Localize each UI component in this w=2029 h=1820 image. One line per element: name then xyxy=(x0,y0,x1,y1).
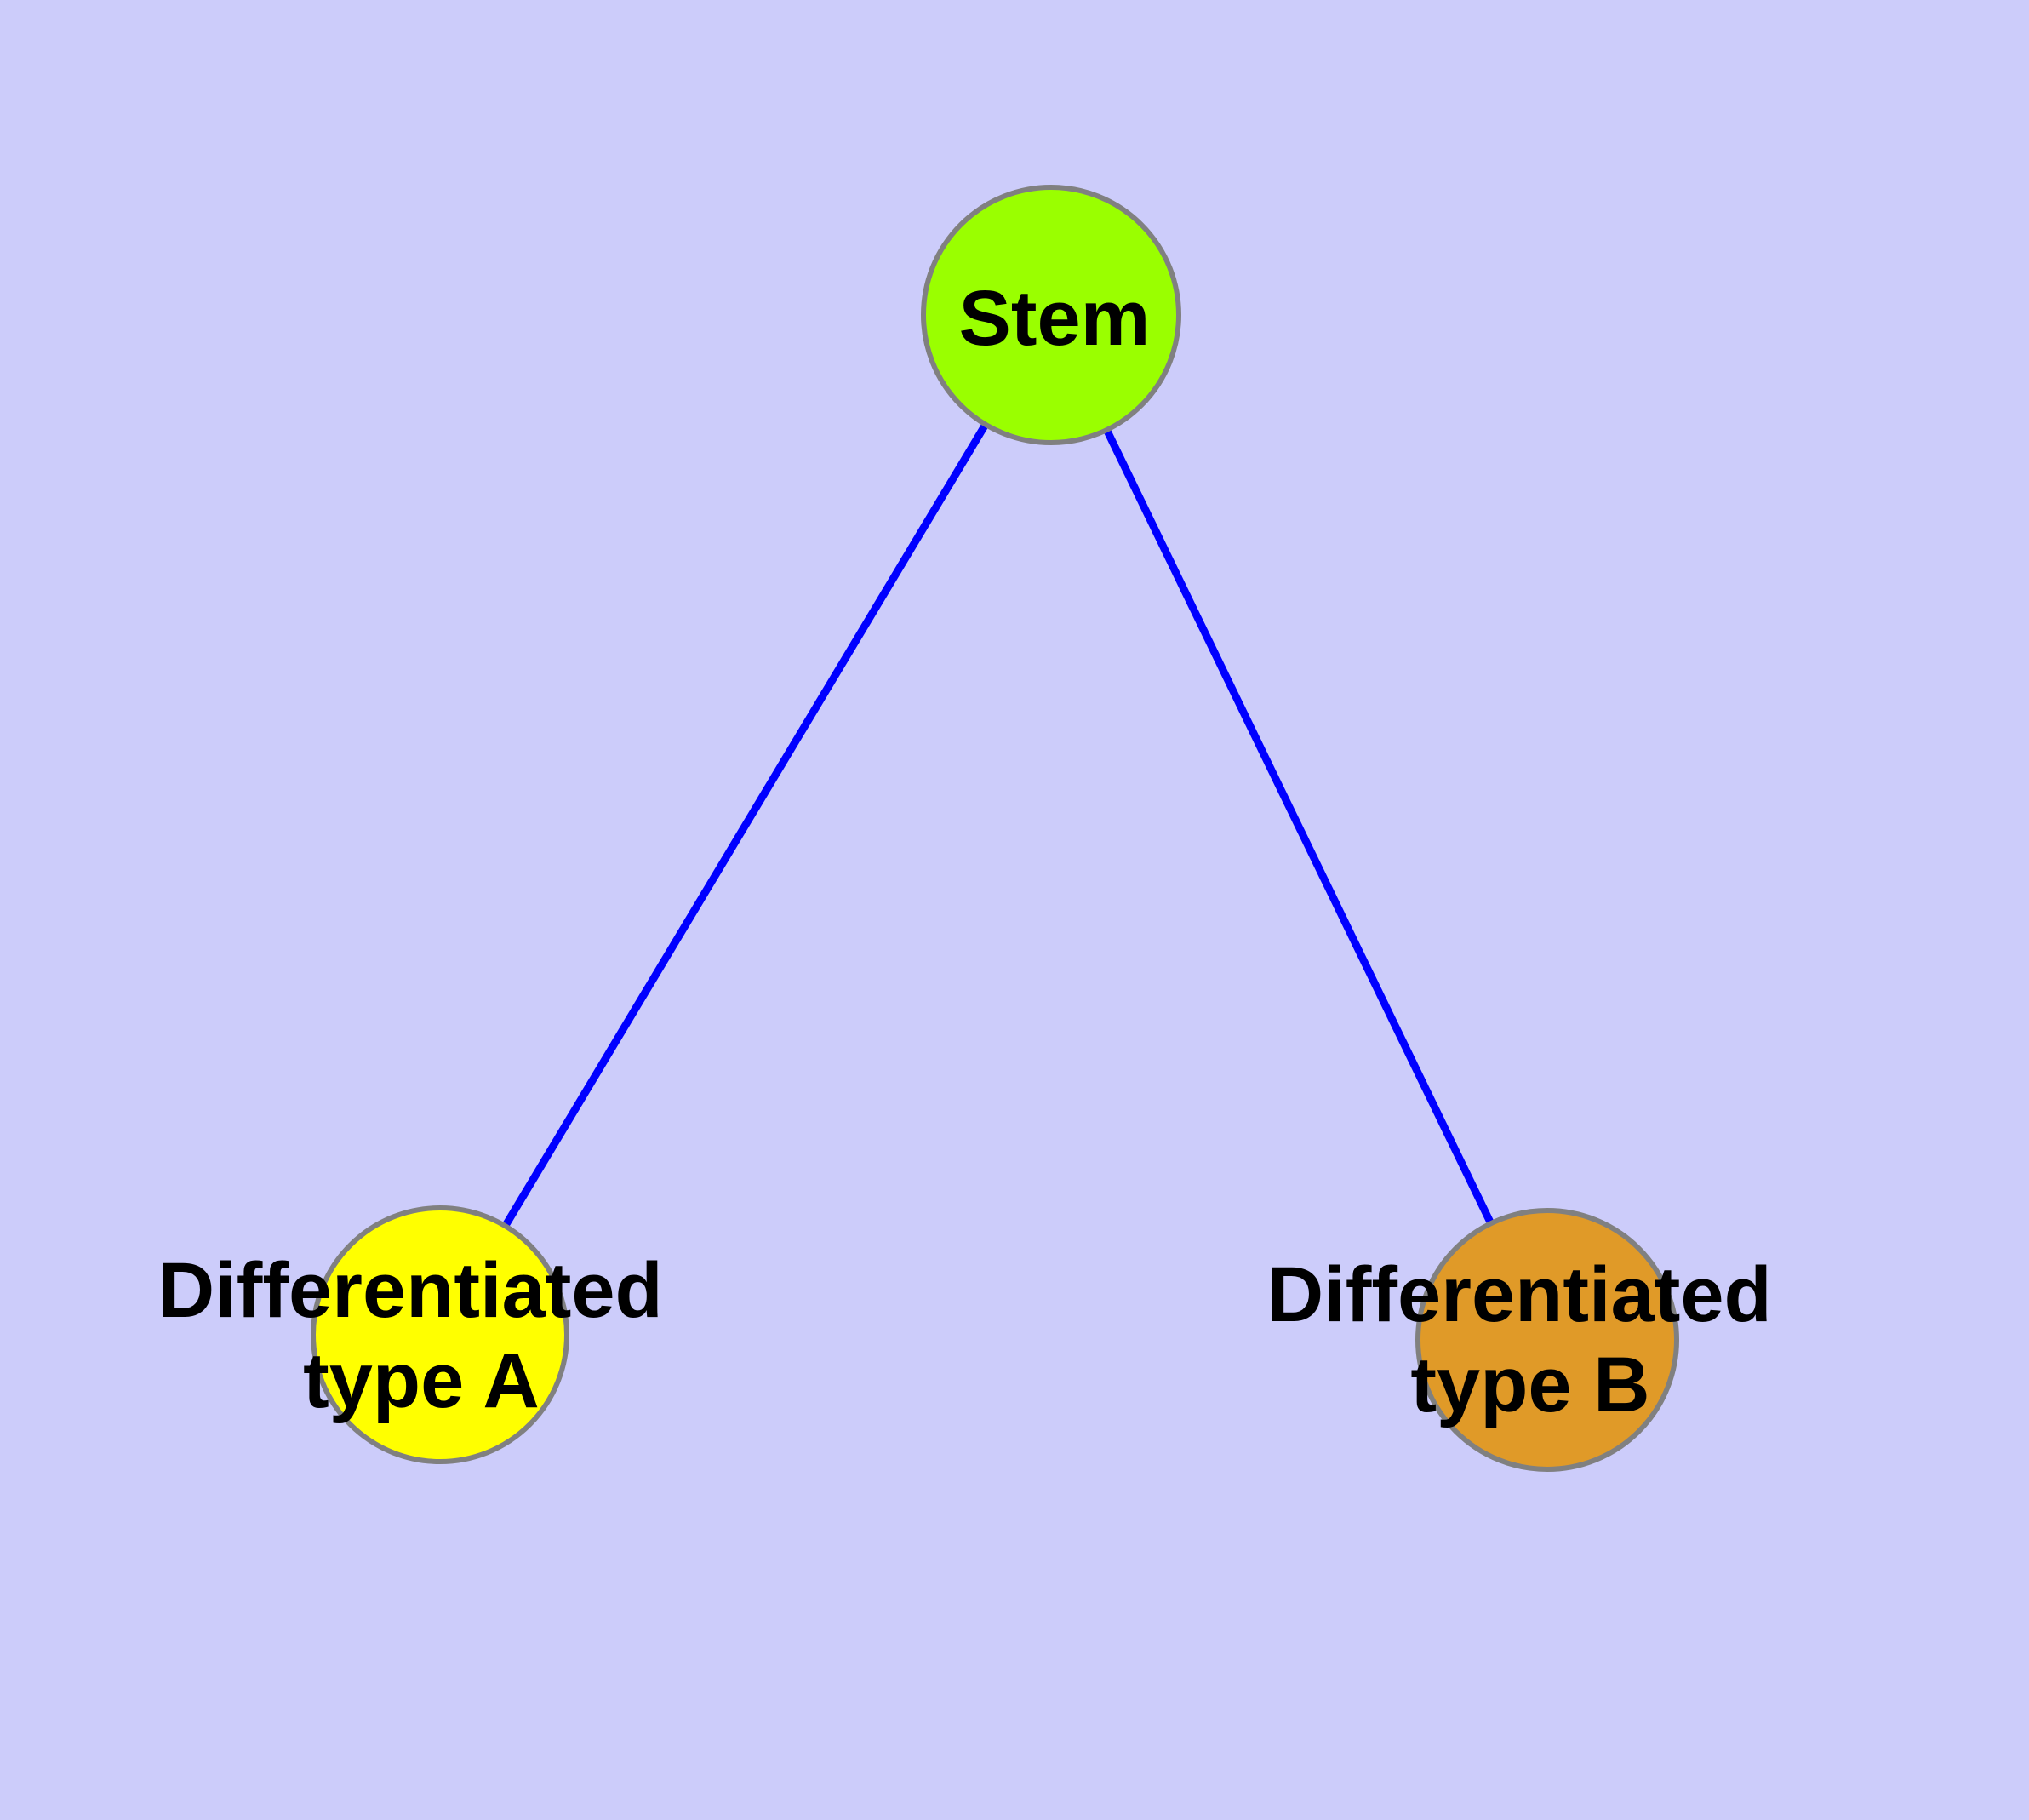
node-label-differentiated-type-b: Differentiated type B xyxy=(1267,1251,1794,1428)
node-label-differentiated-type-a: Differentiated type A xyxy=(158,1247,685,1424)
node-label-type-a-line-2: type A xyxy=(303,1337,540,1424)
edge-stem-to-type-b[interactable] xyxy=(1047,313,1552,1342)
node-label-type-b-line-2: type B xyxy=(1410,1342,1649,1428)
node-stem[interactable] xyxy=(921,185,1181,445)
labels-group: Stem Differentiated type A Differentiate… xyxy=(158,275,1794,1428)
edge-stem-to-type-a[interactable] xyxy=(437,312,1055,1337)
node-differentiated-type-b[interactable] xyxy=(1415,1208,1679,1472)
node-label-stem: Stem xyxy=(959,275,1151,362)
node-label-stem-line-1: Stem xyxy=(959,275,1151,362)
edges-group xyxy=(437,312,1552,1342)
nodes-group xyxy=(311,185,1679,1472)
node-label-type-b-line-1: Differentiated xyxy=(1267,1251,1772,1338)
node-label-type-a-line-1: Differentiated xyxy=(158,1247,663,1334)
node-differentiated-type-a[interactable] xyxy=(311,1205,569,1464)
